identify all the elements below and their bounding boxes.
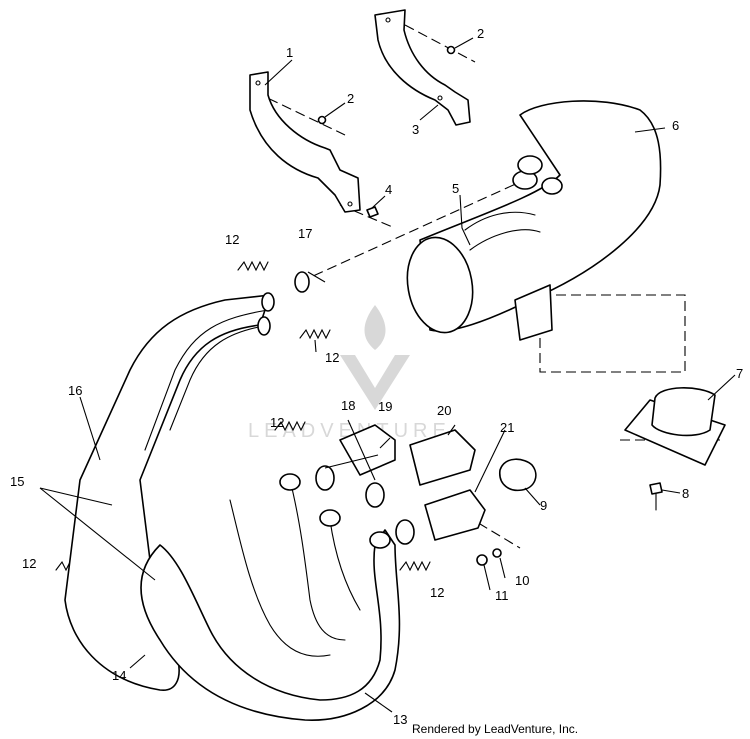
callout-5: 5 [452, 181, 459, 196]
callout-11: 11 [495, 588, 509, 603]
callout-2: 2 [347, 91, 354, 106]
callout-12: 12 [22, 556, 36, 571]
callout-labels: 1 2 2 3 4 5 6 7 8 9 10 11 12 12 12 12 12… [10, 26, 743, 727]
flame-v-logo-icon [340, 305, 410, 410]
bracket-1 [249, 71, 361, 213]
callout-18: 18 [341, 398, 355, 413]
leader-lines [39, 37, 736, 713]
rings-18 [315, 465, 415, 545]
header-pipes-13 [140, 473, 401, 721]
clamp-17 [294, 271, 310, 293]
callout-8: 8 [682, 486, 689, 501]
callout-14: 14 [112, 668, 126, 683]
callout-13: 13 [393, 712, 407, 727]
render-credit: Rendered by LeadVenture, Inc. [412, 722, 579, 736]
manifold-16 [64, 292, 275, 691]
small-parts [476, 458, 537, 566]
callout-1: 1 [286, 45, 293, 60]
callout-15: 15 [10, 474, 24, 489]
callout-19: 19 [378, 399, 392, 414]
callout-6: 6 [672, 118, 679, 133]
callout-9: 9 [540, 498, 547, 513]
callout-7: 7 [736, 366, 743, 381]
watermark-text: LEADVENTURE [248, 420, 451, 442]
bracket-3 [374, 9, 471, 126]
callout-12: 12 [225, 232, 239, 247]
callout-3: 3 [412, 122, 419, 137]
callout-16: 16 [68, 383, 82, 398]
watermark: LEADVENTURE [248, 305, 451, 442]
callout-12: 12 [325, 350, 339, 365]
muffler [406, 100, 662, 341]
callout-12: 12 [430, 585, 444, 600]
callout-2: 2 [477, 26, 484, 41]
callout-10: 10 [515, 573, 529, 588]
slip-joints [339, 424, 486, 541]
callout-20: 20 [437, 403, 451, 418]
callout-12: 12 [270, 415, 284, 430]
callout-17: 17 [298, 226, 312, 241]
callout-4: 4 [385, 182, 392, 197]
outlet-7 [624, 387, 726, 511]
callout-21: 21 [500, 420, 514, 435]
